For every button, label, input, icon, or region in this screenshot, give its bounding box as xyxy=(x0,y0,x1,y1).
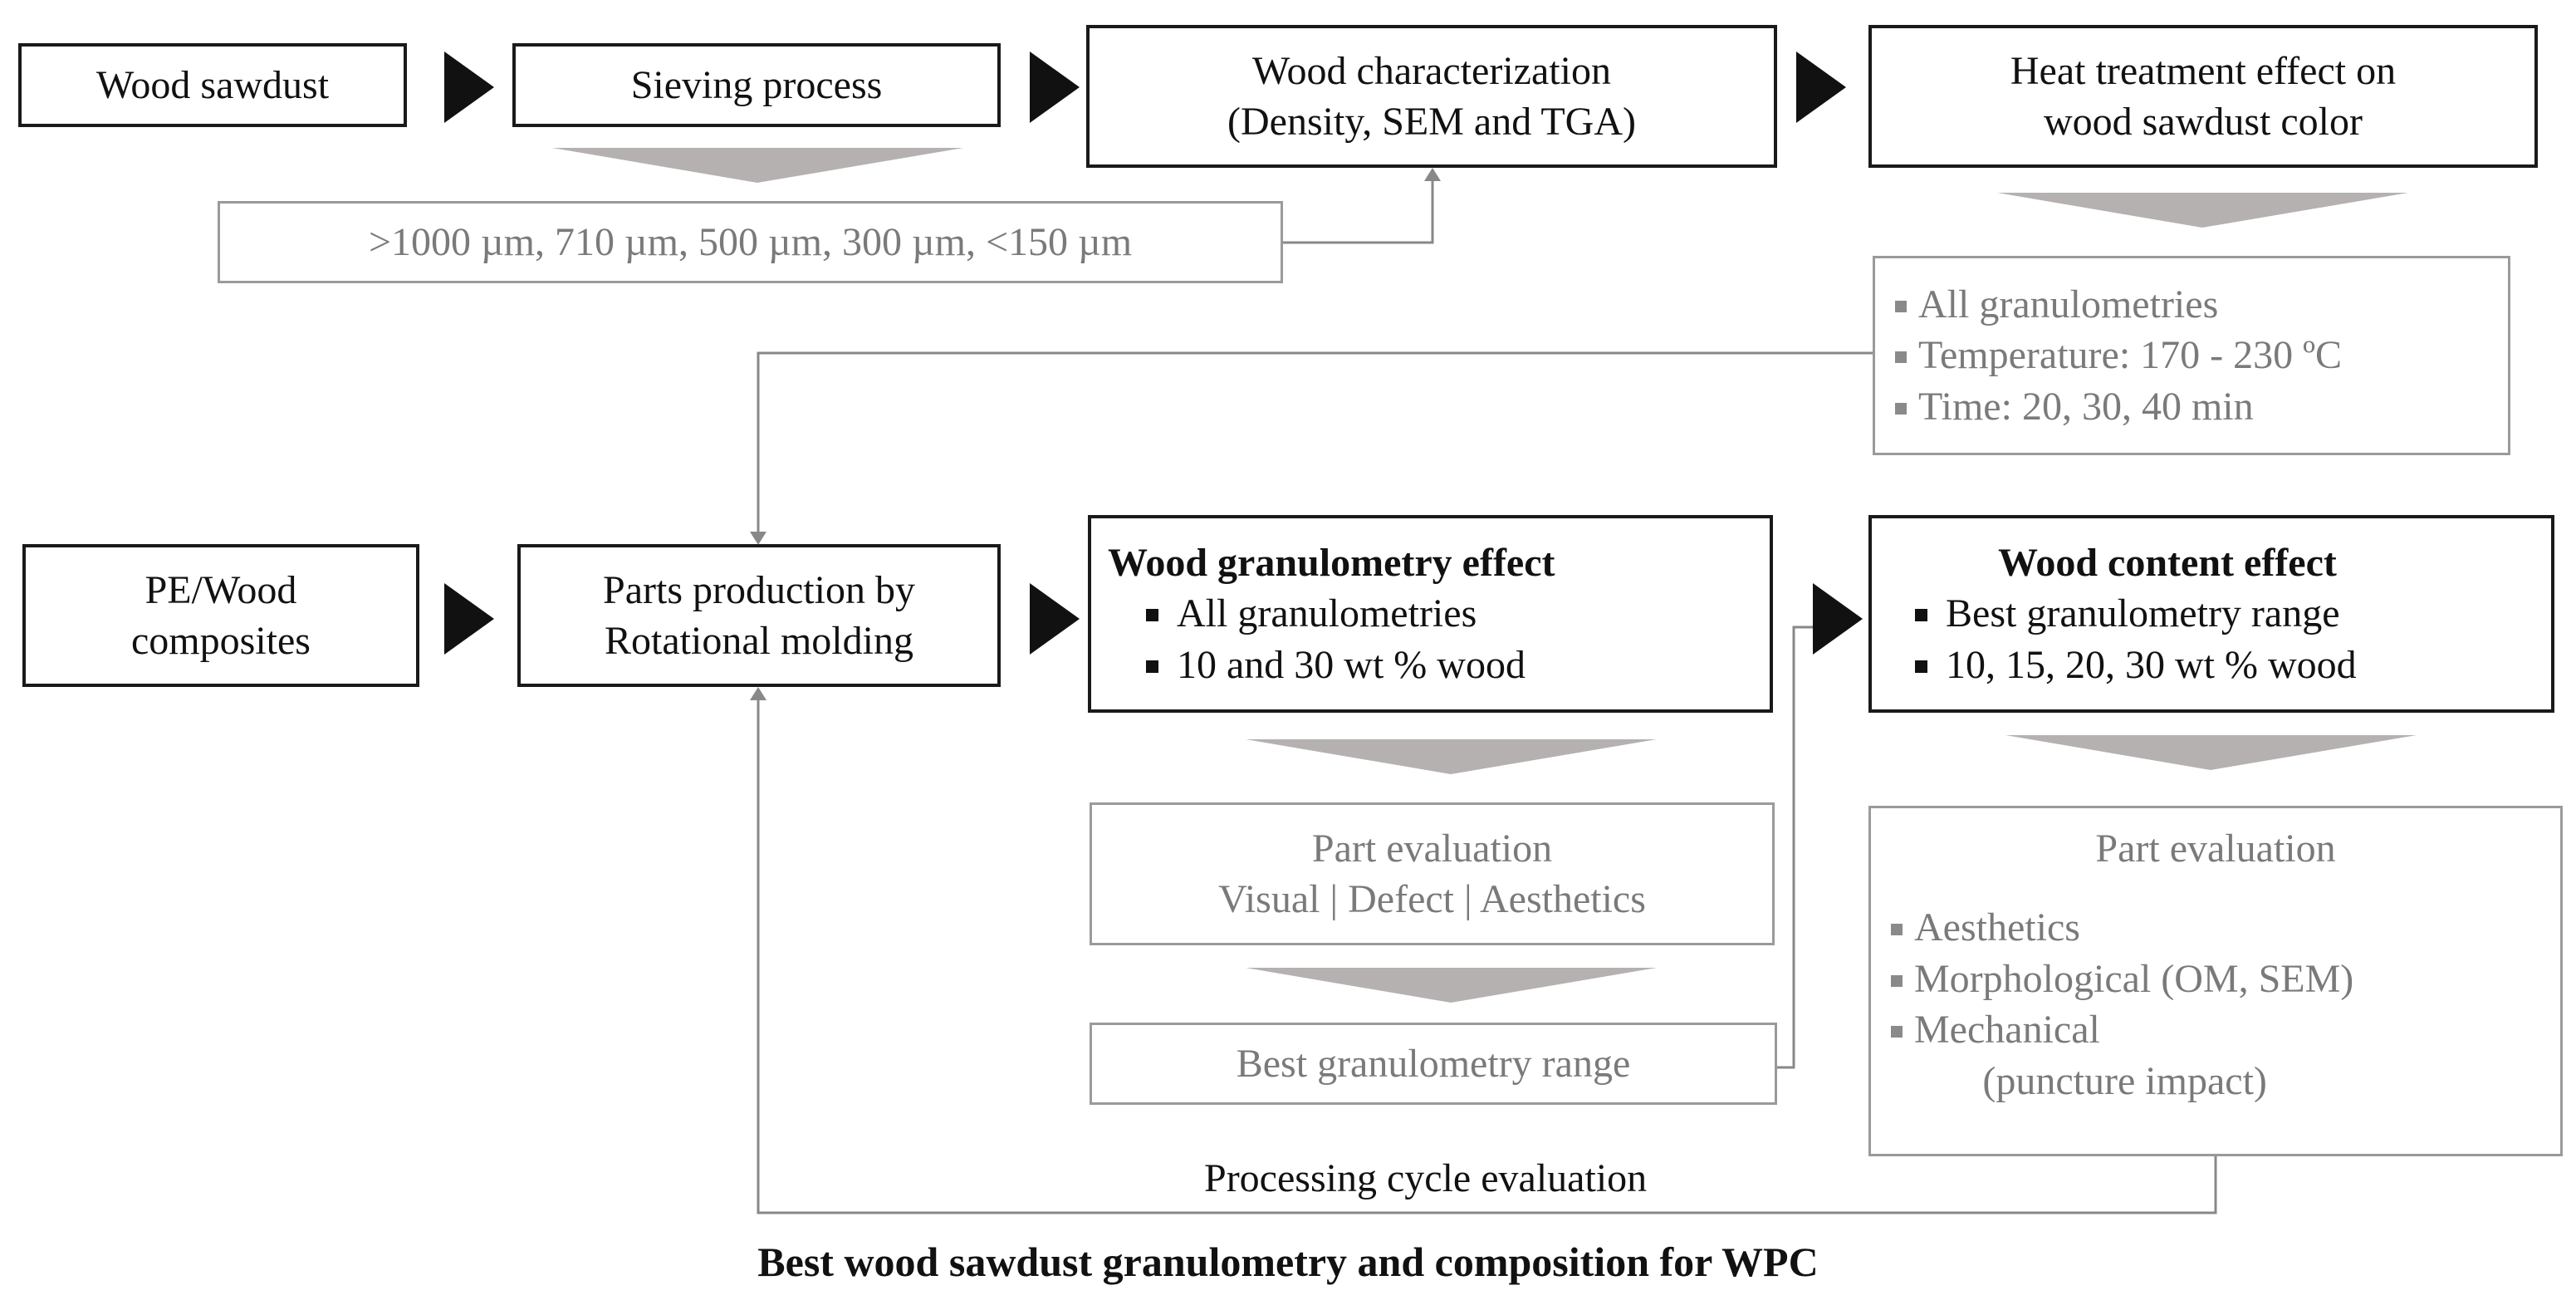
bullet-icon xyxy=(1895,402,1907,415)
heat-treatment-line1: Heat treatment effect on xyxy=(2010,48,2397,93)
part-evaluation-left-criteria: Visual | Defect | Aesthetics xyxy=(1218,877,1646,921)
granulometry-effect-item: 10 and 30 wt % wood xyxy=(1146,640,1526,690)
content-effect-item: 10, 15, 20, 30 wt % wood xyxy=(1915,640,2357,690)
part-evaluation-item: Aesthetics xyxy=(1891,902,2353,953)
arrow-right-icon xyxy=(444,52,494,123)
wood-sawdust-box: Wood sawdust xyxy=(18,43,407,127)
pe-wood-line1: PE/Wood xyxy=(144,567,297,612)
arrow-right-icon xyxy=(1030,52,1080,123)
parts-production-line1: Parts production by xyxy=(603,567,915,612)
chevron-down-icon xyxy=(1246,739,1657,774)
chevron-down-icon xyxy=(2005,735,2417,770)
parts-production-line2: Rotational molding xyxy=(605,619,913,663)
content-effect-box: Wood content effect Best granulometry ra… xyxy=(1868,515,2554,713)
pe-wood-line2: composites xyxy=(131,619,311,663)
heat-param-item: Temperature: 170 - 230 ºC xyxy=(1895,330,2342,380)
bullet-icon xyxy=(1915,660,1927,673)
granulometry-effect-box: Wood granulometry effect All granulometr… xyxy=(1088,515,1773,713)
processing-cycle-label: Processing cycle evaluation xyxy=(1204,1156,1648,1200)
bullet-icon xyxy=(1146,609,1158,622)
part-evaluation-item-detail: (puncture impact) xyxy=(1982,1058,2267,1103)
part-evaluation-item: Mechanical xyxy=(1891,1004,2353,1055)
wood-characterization-line2: (Density, SEM and TGA) xyxy=(1227,100,1636,144)
part-evaluation-left-box: Part evaluation Visual | Defect | Aesthe… xyxy=(1090,802,1775,945)
part-evaluation-right-title: Part evaluation xyxy=(2095,827,2336,871)
arrow-down-icon xyxy=(750,532,766,545)
bullet-icon xyxy=(1146,660,1158,673)
heat-param-item: Time: 20, 30, 40 min xyxy=(1895,381,2254,432)
bullet-icon xyxy=(1891,974,1903,987)
arrow-up-icon xyxy=(1424,168,1441,181)
sieving-process-box: Sieving process xyxy=(512,43,1001,127)
granulometry-effect-item: All granulometries xyxy=(1146,588,1477,639)
granulometry-sizes-box: >1000 µm, 710 µm, 500 µm, 300 µm, <150 µ… xyxy=(218,201,1283,283)
sieving-process-label: Sieving process xyxy=(630,62,883,107)
arrow-right-icon xyxy=(1030,583,1080,655)
part-evaluation-right-list: Aesthetics Morphological (OM, SEM) Mecha… xyxy=(1871,902,2353,1106)
granulometry-sizes-label: >1000 µm, 710 µm, 500 µm, 300 µm, <150 µ… xyxy=(368,219,1133,264)
bullet-icon xyxy=(1895,351,1907,364)
conclusion-label: Best wood sawdust granulometry and compo… xyxy=(757,1239,1819,1285)
parts-production-box: Parts production by Rotational molding xyxy=(517,544,1001,687)
heat-treatment-box: Heat treatment effect on wood sawdust co… xyxy=(1868,25,2538,168)
part-evaluation-right-box: Part evaluation Aesthetics Morphological… xyxy=(1868,806,2563,1156)
connector-sizes-to-characterization xyxy=(1283,177,1434,244)
heat-parameters-box: All granulometries Temperature: 170 - 23… xyxy=(1873,256,2510,455)
heat-param-item: All granulometries xyxy=(1895,279,2218,330)
bullet-icon xyxy=(1915,609,1927,622)
best-granulometry-range-label: Best granulometry range xyxy=(1236,1041,1631,1086)
bullet-icon xyxy=(1891,924,1903,936)
best-granulometry-range-box: Best granulometry range xyxy=(1090,1023,1777,1105)
part-evaluation-item: Morphological (OM, SEM) xyxy=(1891,954,2353,1004)
chevron-down-icon xyxy=(552,148,963,183)
wood-sawdust-label: Wood sawdust xyxy=(95,62,330,107)
wood-characterization-line1: Wood characterization xyxy=(1252,48,1611,93)
connector-range-to-content xyxy=(1777,626,1813,1069)
chevron-down-icon xyxy=(1997,193,2408,228)
pe-wood-composites-box: PE/Wood composites xyxy=(22,544,419,687)
granulometry-effect-title: Wood granulometry effect xyxy=(1108,540,1555,585)
bullet-icon xyxy=(1895,300,1907,312)
bullet-icon xyxy=(1891,1026,1903,1038)
content-effect-title: Wood content effect xyxy=(1998,540,2337,585)
chevron-down-icon xyxy=(1246,968,1657,1003)
connector-heat-to-production xyxy=(757,351,1873,536)
arrow-right-icon xyxy=(1813,583,1863,655)
content-effect-item: Best granulometry range xyxy=(1915,588,2340,639)
wood-characterization-box: Wood characterization (Density, SEM and … xyxy=(1086,25,1777,168)
arrow-right-icon xyxy=(444,583,494,655)
arrow-right-icon xyxy=(1796,52,1846,123)
arrow-up-icon xyxy=(750,687,766,700)
part-evaluation-left-title: Part evaluation xyxy=(1311,826,1553,871)
heat-treatment-line2: wood sawdust color xyxy=(2044,100,2363,144)
